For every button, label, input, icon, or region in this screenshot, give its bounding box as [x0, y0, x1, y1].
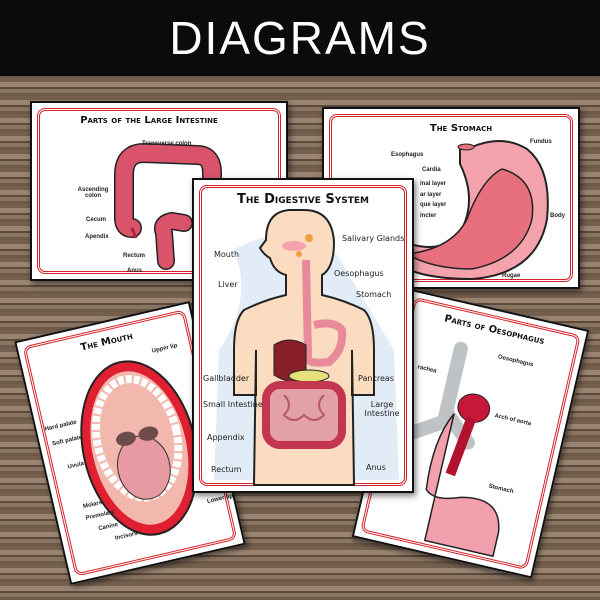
label-rectum: Rectum [123, 253, 146, 259]
card-mouth: The Mouth Upper lip Hard palate Soft pal… [14, 300, 246, 586]
label-circular-layer: ar layer [420, 192, 442, 198]
label-body: Body [550, 213, 565, 219]
label-liver: Liver [218, 280, 238, 289]
digestive-system-illustration [214, 209, 399, 486]
label-cecum: Cecum [86, 217, 107, 223]
label-salivary-glands: Salivary Glands [342, 234, 405, 243]
label-transverse-colon: Transverse colon [142, 141, 192, 147]
label-stomach: Stomach [356, 290, 392, 299]
label-esophagus: Esophagus [391, 152, 424, 158]
label-cardia: Cardia [422, 167, 441, 173]
label-oesophagus: Oesophagus [334, 269, 384, 278]
card-title: The Digestive System [237, 192, 369, 207]
label-anus: Anus [366, 463, 386, 472]
banner-title: DIAGRAMS [169, 12, 431, 64]
label-fundus: Fundus [530, 139, 552, 145]
label-ascending-colon: Ascending colon [77, 187, 109, 199]
card-title: The Stomach [429, 123, 493, 134]
stomach-illustration [390, 140, 549, 281]
banner: DIAGRAMS [0, 0, 600, 76]
label-pancreas: Pancreas [358, 374, 394, 383]
label-small-intestine: Small Intestine [203, 400, 263, 409]
card-digestive-system: The Digestive System Mouth Liver Gallbla… [192, 178, 414, 493]
card-title: Parts of the Large Intestine [80, 115, 218, 126]
large-intestine-illustration [114, 142, 222, 270]
label-longitudinal-layer: inal layer [420, 181, 447, 187]
label-sphincter: incter [420, 213, 437, 219]
label-mouth: Mouth [214, 250, 240, 259]
label-appendix: Appendix [207, 433, 245, 442]
card-oesophagus: Parts of Oesophagus Oesophagus rachea Ar… [351, 288, 590, 579]
label-apendix: Apendix [85, 234, 109, 240]
label-rugae: Rugae [502, 273, 521, 279]
label-anus: Anus [127, 268, 142, 274]
oesophagus-illustration [401, 341, 500, 558]
label-oblique-layer: que layer [420, 202, 447, 208]
label-gallbladder: Gallbladder [203, 374, 250, 383]
label-large-intestine: Large Intestine [364, 400, 400, 418]
mouth-illustration [80, 360, 199, 536]
label-rectum: Rectum [211, 465, 242, 474]
